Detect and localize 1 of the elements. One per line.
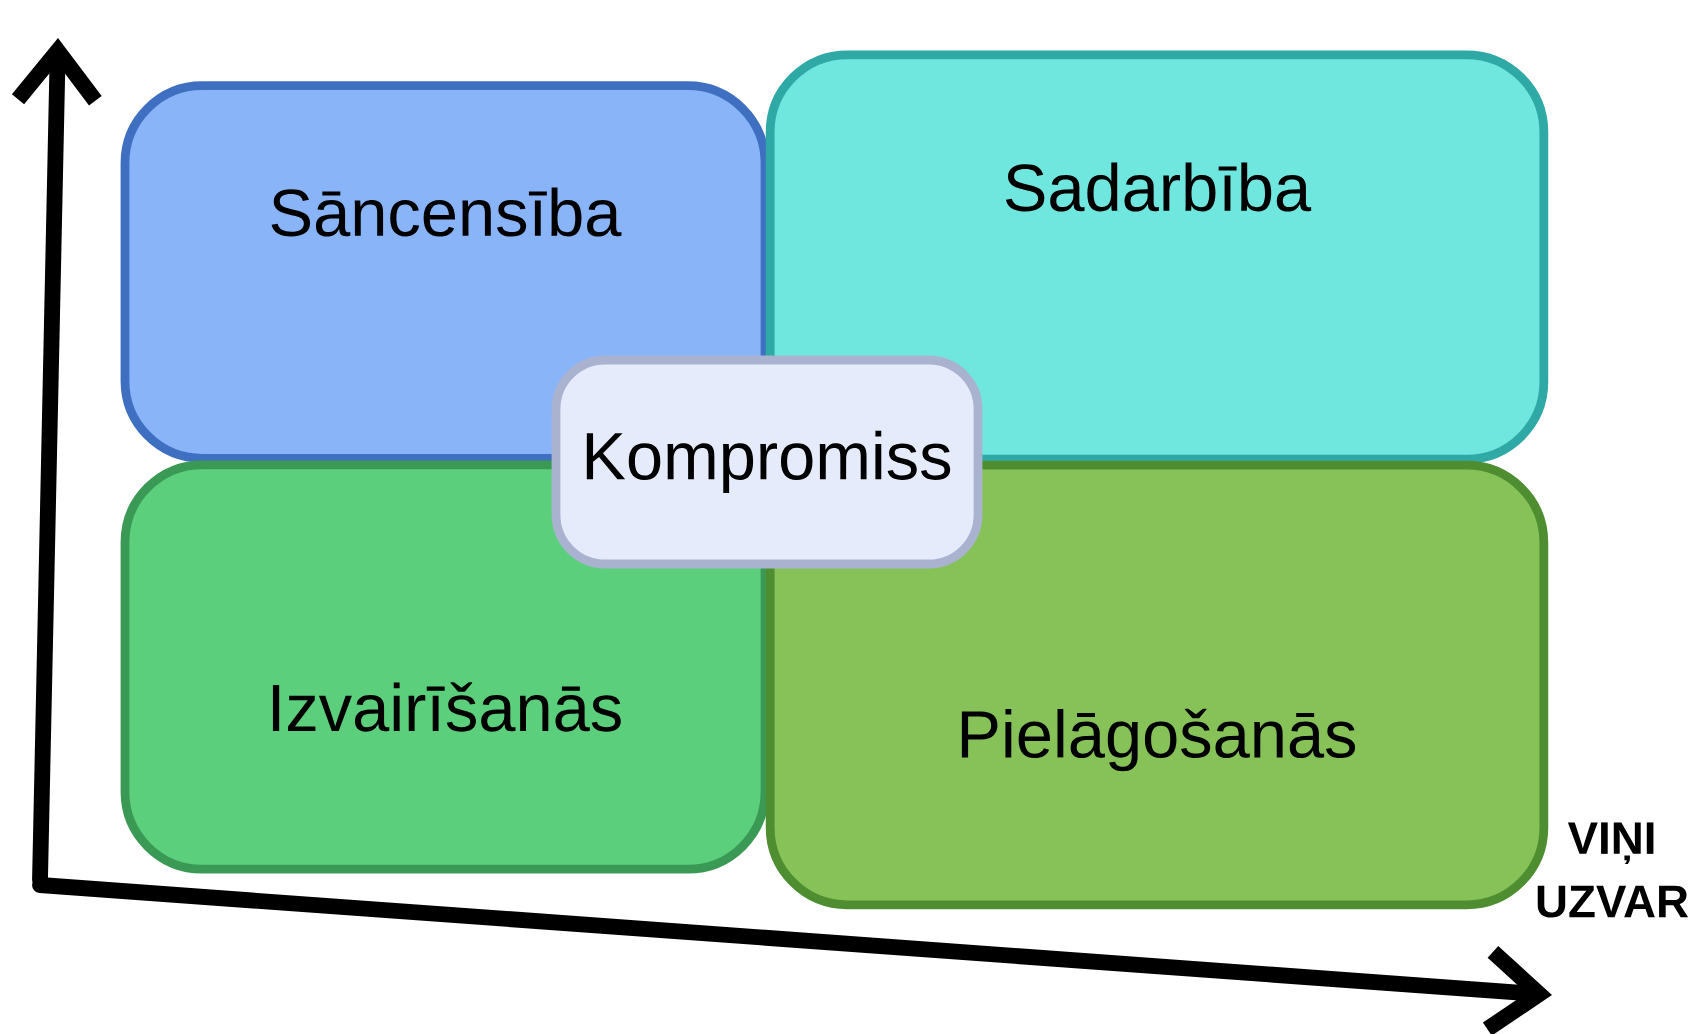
center-box: Kompromiss bbox=[551, 355, 983, 569]
